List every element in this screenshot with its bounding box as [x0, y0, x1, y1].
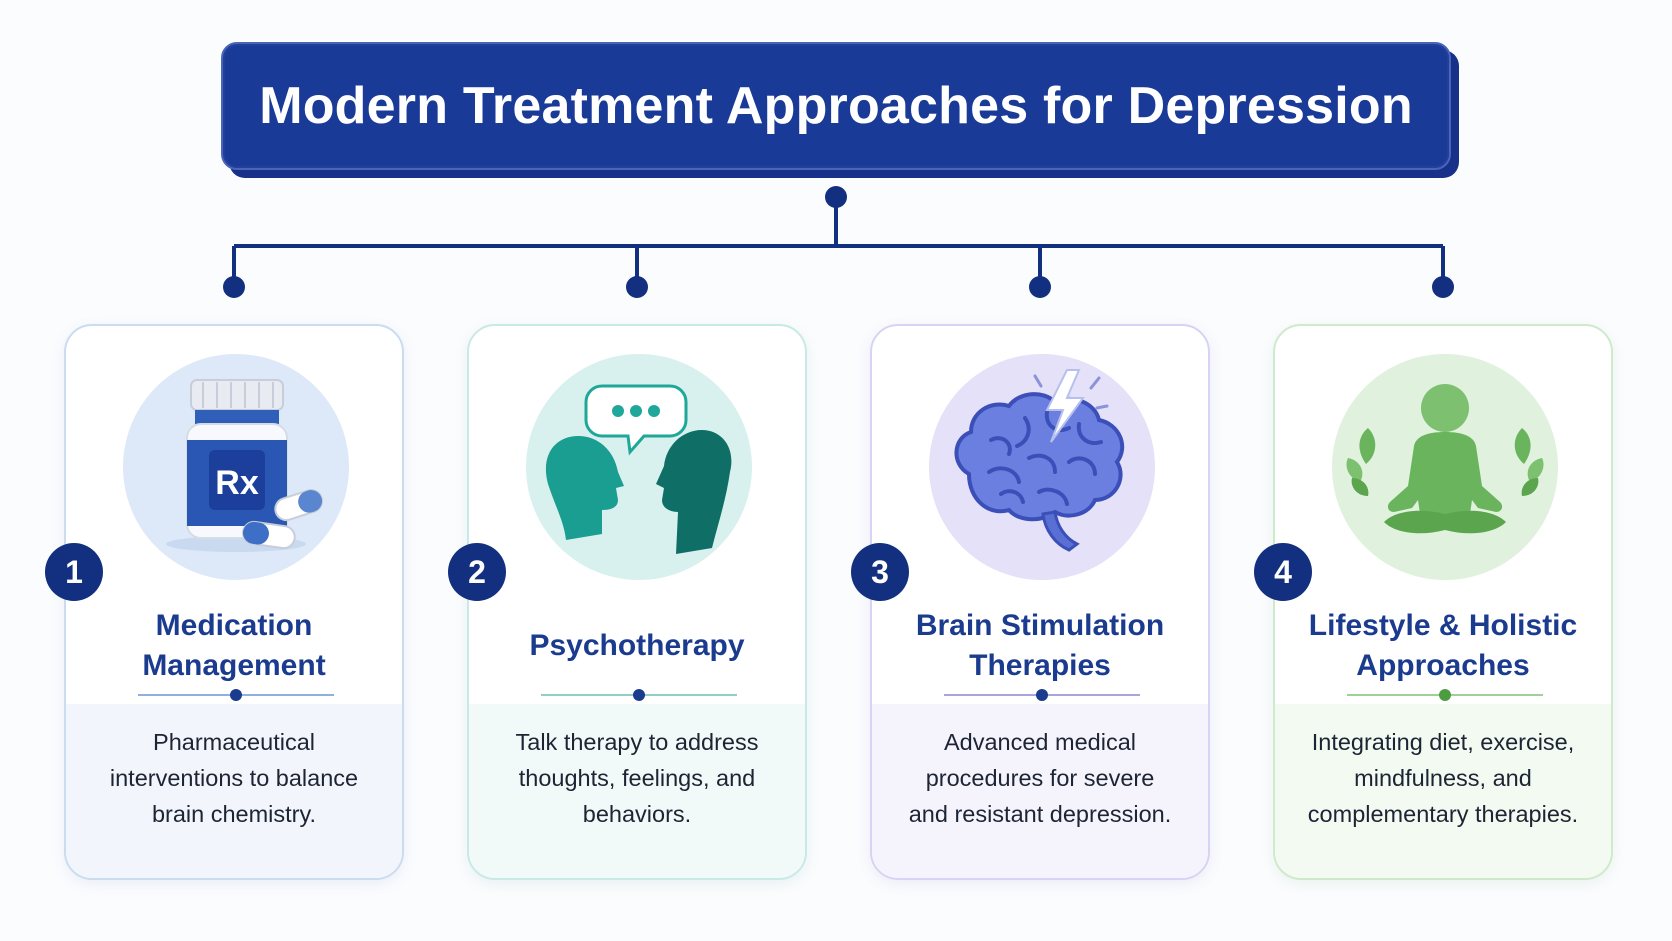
card-divider-dot: [230, 689, 242, 701]
desc-line3: brain chemistry.: [151, 801, 317, 827]
desc-line2: mindfulness, and: [1354, 765, 1532, 791]
page-title: Modern Treatment Approaches for Depressi…: [259, 77, 1413, 135]
icon-circle: [526, 354, 752, 580]
connector-dot-4: [1432, 276, 1454, 298]
icon-circle: Rx: [123, 354, 349, 580]
card-bottom: [872, 704, 1208, 878]
card-title-line1: Psychotherapy: [529, 629, 745, 662]
card-description: Talk therapy to address thoughts, feelin…: [489, 724, 785, 832]
card-bottom: [66, 704, 402, 878]
svg-text:Rx: Rx: [215, 464, 259, 502]
desc-line3: and resistant depression.: [908, 801, 1172, 827]
pill-bottle-icon: Rx: [166, 379, 324, 552]
title-box: Modern Treatment Approaches for Depressi…: [221, 42, 1451, 170]
card-title: Brain Stimulation Therapies: [882, 604, 1198, 688]
card-title: Medication Management: [76, 604, 392, 688]
step-badge-2: 2: [448, 543, 506, 601]
card-title-line2: Management: [142, 649, 326, 682]
step-badge-3: 3: [851, 543, 909, 601]
desc-line1: Advanced medical: [943, 729, 1137, 755]
card-title: Lifestyle & Holistic Approaches: [1285, 604, 1601, 688]
card-title-line1: Brain Stimulation: [915, 609, 1165, 642]
card-brain-stimulation: Brain Stimulation Therapies Advanced med…: [870, 324, 1210, 880]
desc-line3: behaviors.: [582, 801, 692, 827]
card-description: Pharmaceutical interventions to balance …: [86, 724, 382, 832]
card-bottom: [1275, 704, 1611, 878]
card-title-line2: Approaches: [1356, 649, 1530, 682]
connector-dot-1: [223, 276, 245, 298]
card-bottom: [469, 704, 805, 878]
icon-circle: [1332, 354, 1558, 580]
desc-line1: Pharmaceutical: [153, 729, 315, 755]
card-divider-dot: [633, 689, 645, 701]
card-title-line1: Lifestyle & Holistic: [1308, 609, 1578, 642]
card-psychotherapy: Psychotherapy Talk therapy to address th…: [467, 324, 807, 880]
icon-circle: [929, 354, 1155, 580]
desc-line2: procedures for severe: [925, 765, 1155, 791]
connector-dot-3: [1029, 276, 1051, 298]
desc-line2: interventions to balance: [109, 765, 359, 791]
card-medication: Rx Medication Management Pharmaceutical …: [64, 324, 404, 880]
card-title: Psychotherapy: [479, 604, 795, 688]
connector-dot-2: [626, 276, 648, 298]
desc-line1: Talk therapy to address: [515, 729, 759, 755]
desc-line1: Integrating diet, exercise,: [1311, 729, 1575, 755]
card-title-line2: Therapies: [969, 649, 1111, 682]
card-description: Integrating diet, exercise, mindfulness,…: [1295, 724, 1591, 832]
desc-line2: thoughts, feelings, and: [518, 765, 756, 791]
desc-line3: complementary therapies.: [1307, 801, 1579, 827]
card-divider-dot: [1439, 689, 1451, 701]
card-description: Advanced medical procedures for severe a…: [892, 724, 1188, 832]
step-badge-4: 4: [1254, 543, 1312, 601]
meditation-person-icon: [1346, 384, 1544, 534]
card-divider-dot: [1036, 689, 1048, 701]
step-badge-1: 1: [45, 543, 103, 601]
title-banner: Modern Treatment Approaches for Depressi…: [221, 42, 1459, 178]
card-lifestyle-holistic: Lifestyle & Holistic Approaches Integrat…: [1273, 324, 1613, 880]
conversation-heads-icon: [545, 384, 732, 554]
card-title-line1: Medication: [155, 609, 313, 642]
brain-lightning-icon: [954, 369, 1125, 552]
